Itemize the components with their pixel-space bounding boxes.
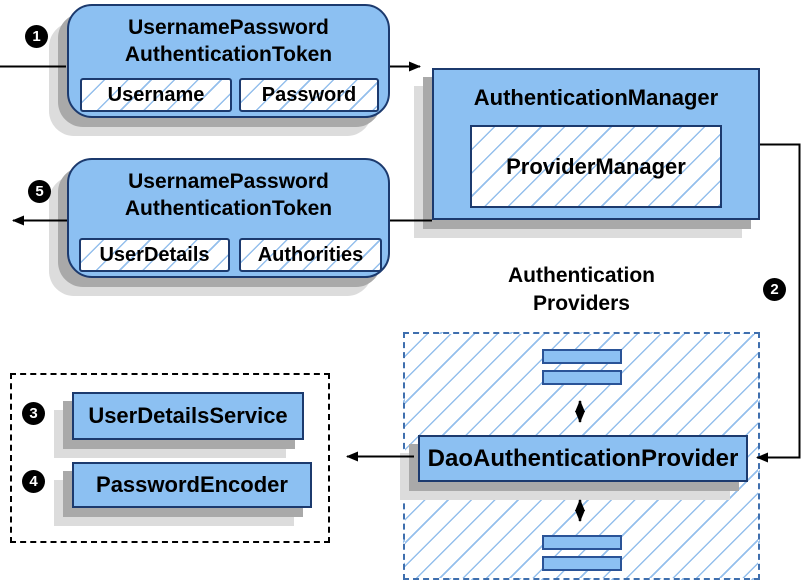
- dao-dependencies-container: [10, 373, 330, 543]
- user-details-service-box: UserDetailsService: [72, 392, 304, 440]
- flow-arrow-manager-to-provider: [756, 143, 801, 463]
- authentication-providers-heading: Authentication Providers: [403, 262, 760, 318]
- authentication-manager-title: AuthenticationManager: [473, 85, 719, 110]
- step-2-badge-icon: 2: [763, 278, 786, 301]
- authentication-manager-box: AuthenticationManager ProviderManager: [432, 68, 760, 220]
- username-field-box: Username: [80, 78, 232, 112]
- provider-manager-box: ProviderManager: [470, 125, 722, 208]
- request-token-title-line2: AuthenticationToken: [124, 43, 333, 66]
- provider-placeholder-bar: [542, 349, 622, 364]
- password-field-box: Password: [239, 78, 379, 112]
- step-3-badge-icon: 3: [22, 402, 45, 425]
- request-token-title-line1: UsernamePassword: [128, 16, 329, 39]
- step-1-badge-icon: 1: [25, 25, 48, 48]
- step-5-badge-icon: 5: [28, 180, 51, 203]
- dao-authentication-provider-box: DaoAuthenticationProvider: [418, 435, 748, 482]
- authentication-providers-heading-line1: Authentication: [508, 264, 655, 287]
- request-token-title: UsernamePassword AuthenticationToken: [69, 6, 388, 68]
- authentication-providers-heading-line2: Providers: [533, 292, 630, 315]
- result-token-title-line1: UsernamePassword: [128, 170, 329, 193]
- user-details-field-box: UserDetails: [79, 238, 230, 272]
- result-token-box: UsernamePassword AuthenticationToken Use…: [67, 158, 390, 278]
- result-token-title-line2: AuthenticationToken: [124, 197, 333, 220]
- provider-placeholder-bar: [542, 370, 622, 385]
- result-token-title: UsernamePassword AuthenticationToken: [69, 160, 388, 222]
- provider-placeholder-bar: [542, 556, 622, 571]
- request-token-box: UsernamePassword AuthenticationToken Use…: [67, 4, 390, 118]
- authorities-field-box: Authorities: [239, 238, 382, 272]
- password-encoder-box: PasswordEncoder: [72, 462, 312, 508]
- step-4-badge-icon: 4: [22, 470, 45, 493]
- provider-placeholder-bar: [542, 535, 622, 550]
